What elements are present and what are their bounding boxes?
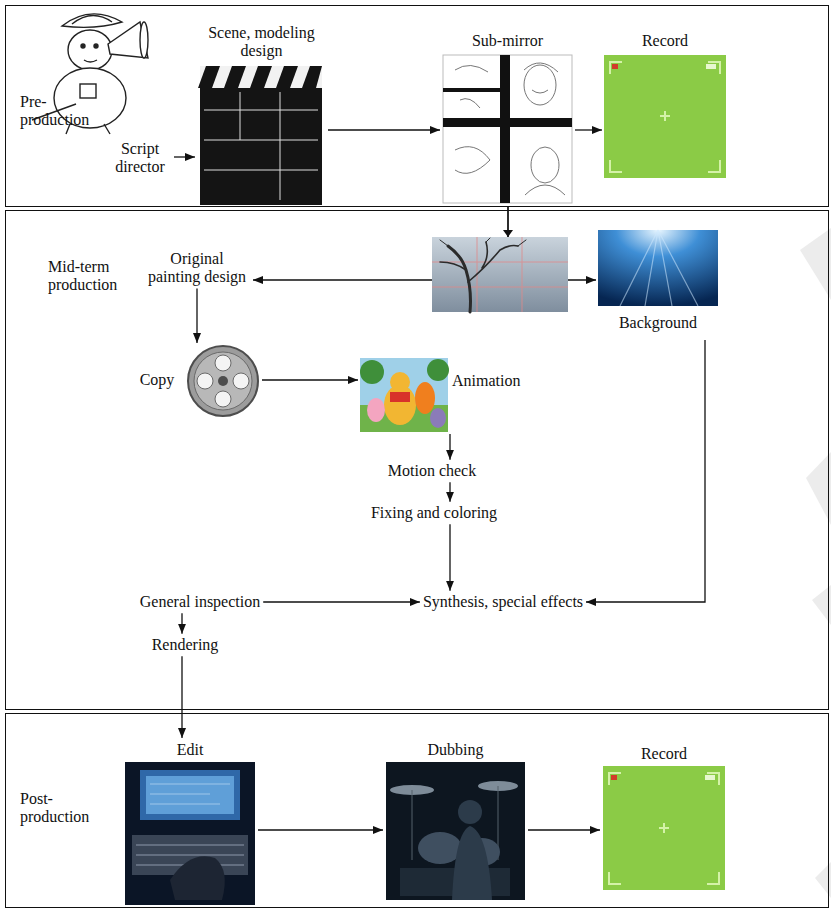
- node-label: Background: [596, 314, 720, 332]
- flow-arrow: [262, 379, 358, 380]
- node-label: Dubbing: [383, 741, 528, 759]
- tree-picture: [432, 237, 568, 312]
- picture-step: Dubbing: [383, 738, 528, 902]
- picture-step: Animation: [358, 356, 530, 434]
- flow-arrow: [586, 340, 705, 602]
- flow-arrow: [575, 129, 602, 130]
- flow-arrow: [328, 129, 440, 130]
- picture-step: Sub-mirror: [440, 28, 575, 206]
- node-label: Original painting design: [144, 250, 250, 287]
- node-label: Record: [600, 745, 728, 763]
- dubbing-studio-picture: [386, 762, 525, 900]
- node-label: Motion check: [388, 462, 476, 480]
- stage-band: Mid-term production Original painting des…: [5, 210, 829, 710]
- background-picture: [598, 230, 718, 306]
- flow-arrow: [196, 288, 197, 343]
- node-label: Sub-mirror: [440, 32, 575, 50]
- picture-step: Scene, modeling design: [195, 20, 328, 206]
- node-label: Synthesis, special effects: [423, 593, 583, 611]
- clapperboard-picture: [198, 66, 322, 205]
- picture-step: Copy: [130, 343, 262, 418]
- flow-arrow: [258, 829, 383, 830]
- node-label: Mid-term production: [48, 258, 130, 295]
- green-screen-picture: [604, 55, 726, 178]
- animation-picture: [360, 358, 449, 432]
- process-step: Motion check: [385, 460, 479, 482]
- storyboard-picture: [443, 55, 572, 203]
- node-label: Edit: [122, 741, 258, 759]
- process-step: General inspection: [137, 591, 263, 613]
- node-label: General inspection: [140, 593, 260, 611]
- picture-step: Edit: [122, 738, 258, 906]
- flow-arrow: [174, 156, 195, 157]
- node-label: Animation: [452, 372, 530, 390]
- editing-desk-picture: [125, 762, 255, 905]
- process-step: Synthesis, special effects: [420, 591, 586, 613]
- flow-arrow: [263, 601, 420, 602]
- flow-arrow: [181, 656, 182, 738]
- node-label: Post-production: [20, 790, 92, 827]
- process-step: Fixing and coloring: [368, 502, 500, 524]
- picture-step: Script director: [18, 8, 174, 192]
- watermark-shapes: [800, 228, 831, 898]
- process-step: Original painting design: [141, 248, 253, 289]
- picture-step: Record: [602, 28, 728, 180]
- arrow-head: [503, 230, 513, 237]
- flow-arrow: [449, 434, 450, 460]
- node-label: Scene, modeling design: [195, 24, 328, 61]
- flow-arrow: [181, 613, 182, 634]
- process-step: Rendering: [149, 634, 222, 656]
- flow-arrow: [449, 482, 450, 502]
- node-label: Fixing and coloring: [371, 504, 497, 522]
- node-label: Rendering: [152, 636, 219, 654]
- node-label: Pre-production: [20, 93, 92, 130]
- node-label: Script director: [106, 140, 174, 177]
- stage-band: Pre-productionScript director Scene, mode…: [5, 5, 829, 207]
- green-screen-picture: [603, 766, 725, 890]
- film-reel-picture: [188, 346, 258, 416]
- node-label: Copy: [130, 371, 184, 389]
- flow-arrow: [528, 829, 600, 830]
- flow-arrow: [449, 524, 450, 591]
- picture-step: Record: [600, 742, 728, 892]
- stage-band: Post-production Edit Dubbing Record: [5, 713, 829, 908]
- picture-step: Background: [596, 228, 720, 340]
- node-label: Record: [602, 32, 728, 50]
